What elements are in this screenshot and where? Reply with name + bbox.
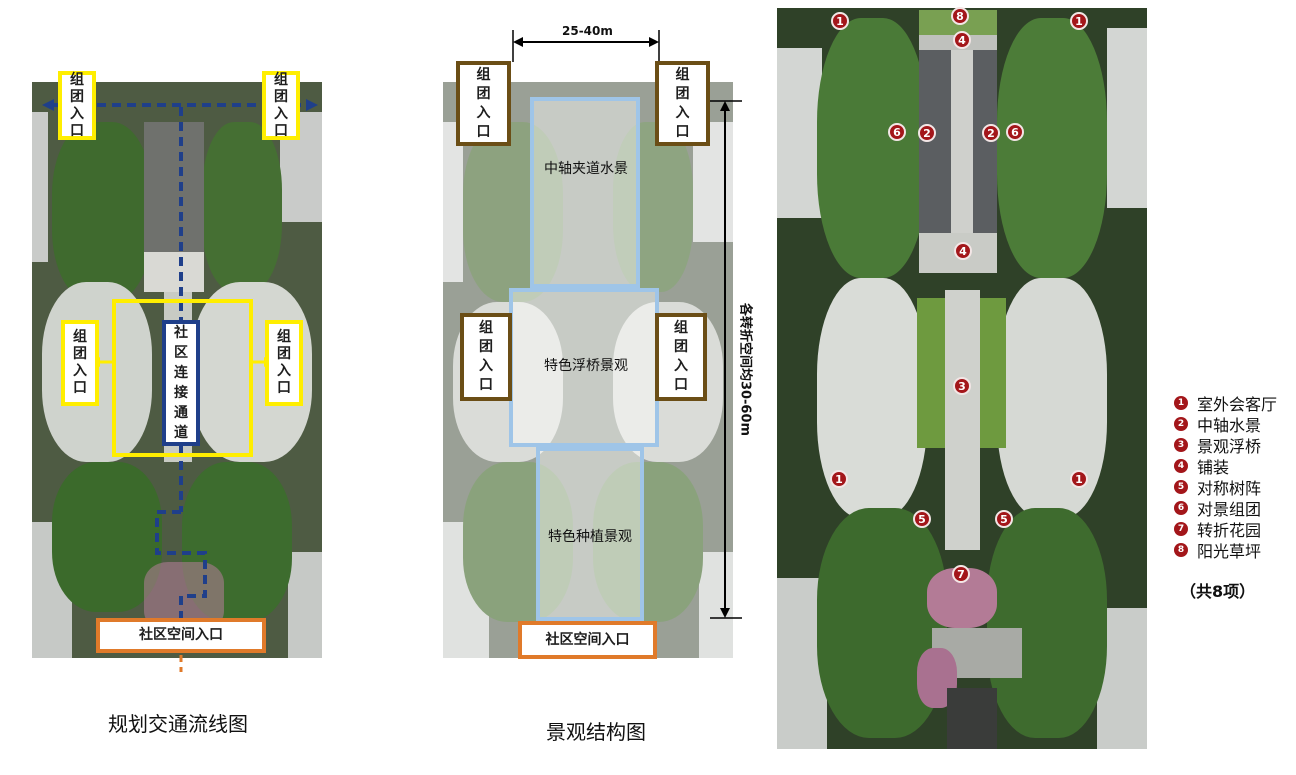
marker-outdoor-lounge: 1 bbox=[1070, 12, 1088, 30]
legend-label: 对景组团 bbox=[1197, 500, 1262, 519]
marker-symmetric-trees: 5 bbox=[913, 510, 931, 528]
legend-item: 5 对称树阵 bbox=[1174, 475, 1261, 499]
marker-sunny-lawn: 8 bbox=[951, 7, 969, 25]
legend-label: 室外会客厅 bbox=[1197, 395, 1278, 414]
legend-marker: 4 bbox=[1174, 459, 1188, 473]
marker-focal-group: 6 bbox=[888, 123, 906, 141]
community-passage-label: 社区连接通道 bbox=[174, 325, 188, 441]
legend-item: 1 室外会客厅 bbox=[1174, 391, 1277, 415]
marker-floating-bridge: 3 bbox=[953, 377, 971, 395]
landscape-plan-image bbox=[777, 8, 1147, 749]
landscape-structure-caption: 景观结构图 bbox=[546, 720, 646, 744]
community-space-entry-label: 社区空间入口 bbox=[139, 627, 223, 643]
building-left-top bbox=[32, 112, 48, 262]
legend-label: 景观浮桥 bbox=[1197, 437, 1262, 456]
zone-planting-label: 特色种植景观 bbox=[548, 529, 632, 545]
group-entry-mid-left: 组团入口 bbox=[61, 320, 99, 406]
legend-total: （共8项） bbox=[1180, 582, 1256, 601]
building-right-bottom bbox=[288, 552, 322, 658]
marker-paving: 4 bbox=[953, 31, 971, 49]
group-entry-mid-right: 组团入口 bbox=[265, 320, 303, 406]
community-space-entry-mid: 社区空间入口 bbox=[518, 621, 657, 659]
mid-group-entry-mid-left: 组团入口 bbox=[460, 313, 512, 401]
legend-item: 6 对景组团 bbox=[1174, 496, 1261, 520]
legend-marker: 3 bbox=[1174, 438, 1188, 452]
group-entry-label: 组团入口 bbox=[274, 71, 288, 139]
group-entry-label: 组团入口 bbox=[70, 71, 84, 139]
community-space-entry-label: 社区空间入口 bbox=[545, 631, 630, 648]
dimension-width-label: 25-40m bbox=[562, 24, 613, 38]
legend-marker: 8 bbox=[1174, 543, 1188, 557]
legend-label: 对称树阵 bbox=[1197, 479, 1262, 498]
legend-marker: 2 bbox=[1174, 417, 1188, 431]
legend-label: 转折花园 bbox=[1197, 521, 1262, 540]
legend-marker: 7 bbox=[1174, 522, 1188, 536]
legend-marker: 6 bbox=[1174, 501, 1188, 515]
group-entry-label: 组团入口 bbox=[476, 66, 491, 140]
landscape-overlay bbox=[509, 30, 742, 621]
traffic-route-overlay bbox=[42, 99, 318, 672]
legend-item: 2 中轴水景 bbox=[1174, 412, 1261, 436]
traffic-plan-caption: 规划交通流线图 bbox=[108, 712, 248, 736]
legend-item: 8 阳光草坪 bbox=[1174, 538, 1261, 562]
group-entry-label: 组团入口 bbox=[479, 320, 493, 393]
group-entry-label: 组团入口 bbox=[277, 329, 291, 396]
legend-item: 3 景观浮桥 bbox=[1174, 433, 1261, 457]
marker-outdoor-lounge: 1 bbox=[830, 470, 848, 488]
legend-item: 7 转折花园 bbox=[1174, 517, 1261, 541]
community-passage-box: 社区连接通道 bbox=[162, 320, 200, 446]
zone-axis-water-label: 中轴夹道水景 bbox=[544, 161, 628, 177]
legend-marker: 5 bbox=[1174, 480, 1188, 494]
community-space-entry-left: 社区空间入口 bbox=[96, 618, 266, 653]
legend-marker: 1 bbox=[1174, 396, 1188, 410]
marker-turning-garden: 7 bbox=[952, 565, 970, 583]
legend-label: 阳光草坪 bbox=[1197, 542, 1262, 561]
marker-axis-water: 2 bbox=[918, 124, 936, 142]
marker-symmetric-trees: 5 bbox=[995, 510, 1013, 528]
dimension-length-label: 各转折空间均30-60m bbox=[737, 302, 753, 437]
group-entry-top-left: 组团入口 bbox=[58, 71, 96, 140]
mid-group-entry-top-left: 组团入口 bbox=[456, 61, 511, 146]
mid-group-entry-mid-right: 组团入口 bbox=[655, 313, 707, 401]
legend-label: 铺装 bbox=[1197, 458, 1230, 477]
legend-item: 4 铺装 bbox=[1174, 454, 1229, 478]
mid-group-entry-top-right: 组团入口 bbox=[655, 61, 710, 146]
group-entry-label: 组团入口 bbox=[674, 320, 688, 393]
marker-outdoor-lounge: 1 bbox=[831, 12, 849, 30]
marker-focal-group: 6 bbox=[1006, 123, 1024, 141]
marker-axis-water: 2 bbox=[982, 124, 1000, 142]
marker-paving: 4 bbox=[954, 242, 972, 260]
group-entry-label: 组团入口 bbox=[73, 329, 87, 396]
marker-outdoor-lounge: 1 bbox=[1070, 470, 1088, 488]
legend-label: 中轴水景 bbox=[1197, 416, 1262, 435]
zone-floating-bridge-label: 特色浮桥景观 bbox=[544, 358, 628, 374]
group-entry-top-right: 组团入口 bbox=[262, 71, 300, 140]
group-entry-label: 组团入口 bbox=[675, 66, 690, 140]
